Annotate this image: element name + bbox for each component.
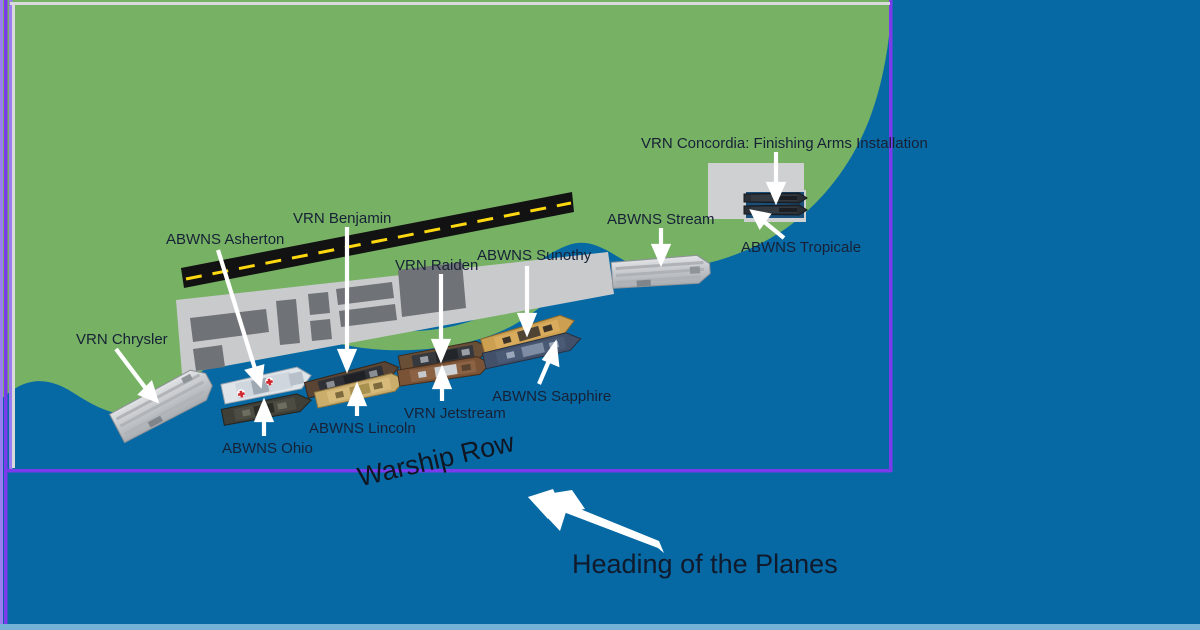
heading-of-planes-arrow xyxy=(528,489,664,553)
ship-abwns-stream[interactable] xyxy=(610,254,711,290)
arrow-abwns-asherton xyxy=(215,249,259,373)
label-abwns-stream: ABWNS Stream xyxy=(607,211,715,228)
label-abwns-sunothy: ABWNS Sunothy xyxy=(477,247,592,264)
label-vrn-concordia: VRN Concordia: Finishing Arms Installati… xyxy=(641,135,928,152)
label-vrn-raiden: VRN Raiden xyxy=(395,257,479,274)
label-abwns-asherton: ABWNS Asherton xyxy=(166,231,285,248)
label-abwns-sapphire: ABWNS Sapphire xyxy=(492,388,612,405)
label-abwns-tropicale: ABWNS Tropicale xyxy=(741,239,862,256)
label-vrn-chrysler: VRN Chrysler xyxy=(76,331,168,348)
arrow-abwns-tropicale xyxy=(760,218,786,240)
airfield-runway xyxy=(181,192,574,288)
arrow-vrn-chrysler xyxy=(114,347,149,392)
label-arrows xyxy=(114,152,787,436)
ship-vrn-chrysler[interactable] xyxy=(108,365,217,444)
label-abwns-ohio: ABWNS Ohio xyxy=(222,440,313,457)
apron-buildings xyxy=(190,262,466,371)
label-vrn-jetstream: VRN Jetstream xyxy=(404,405,506,422)
label-abwns-lincoln: ABWNS Lincoln xyxy=(309,420,416,437)
heading-of-planes-label: Heading of the Planes xyxy=(572,549,838,579)
label-vrn-benjamin: VRN Benjamin xyxy=(293,210,392,227)
